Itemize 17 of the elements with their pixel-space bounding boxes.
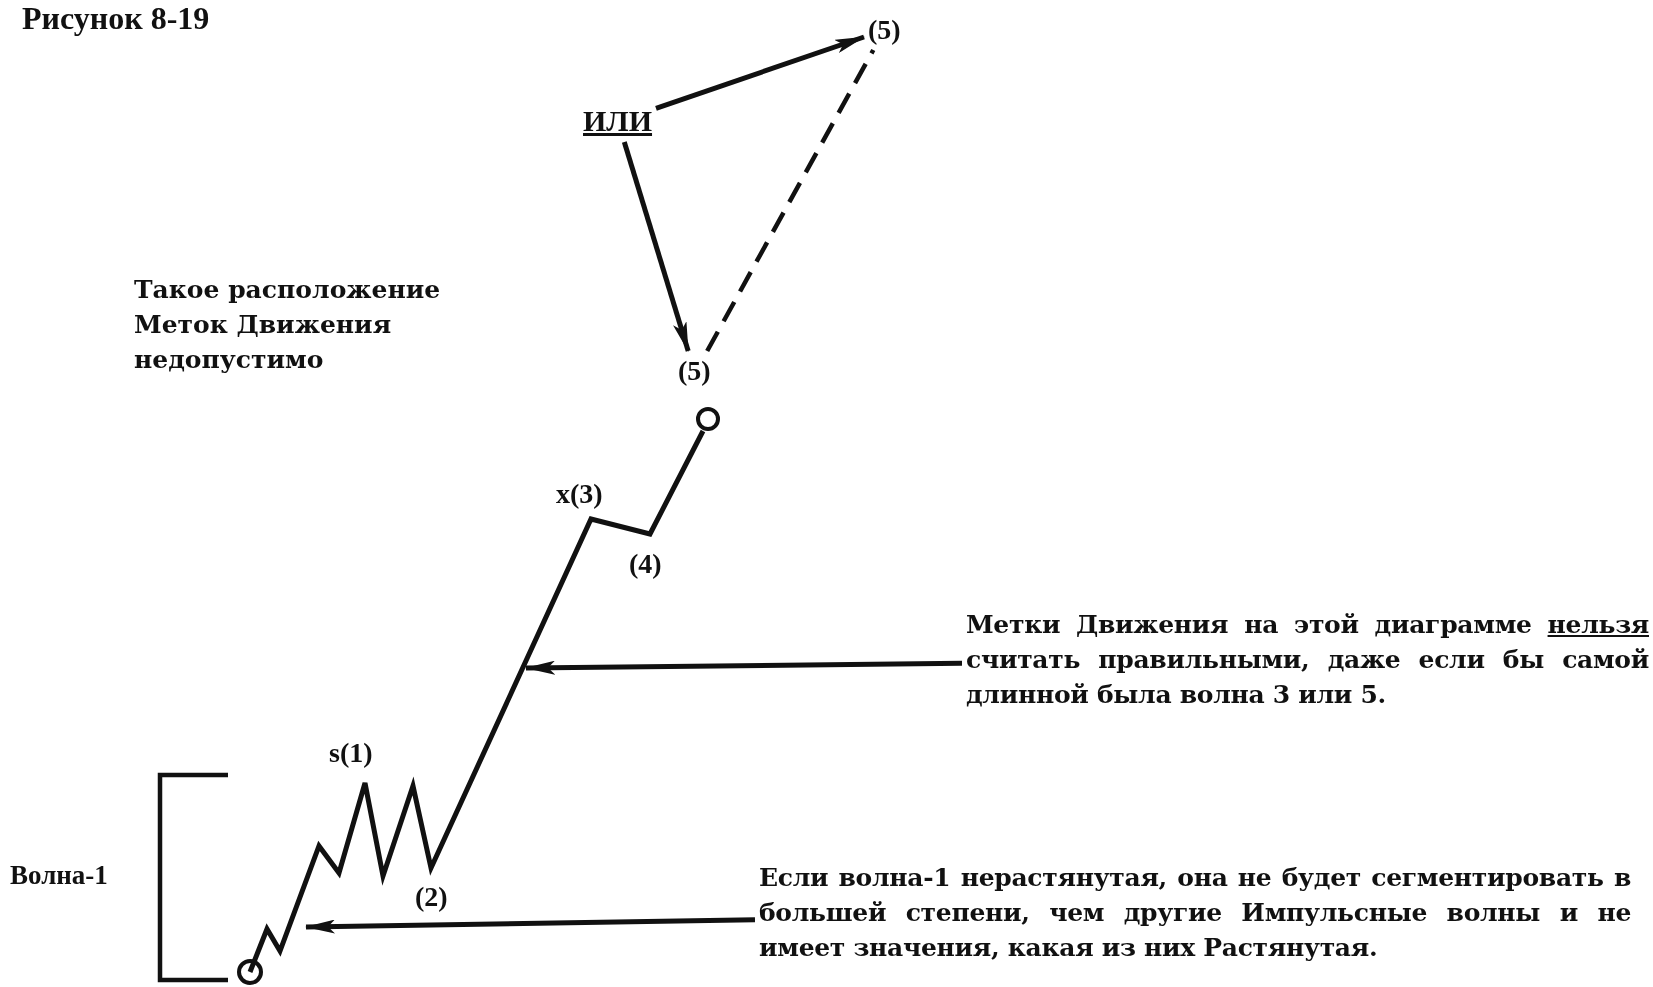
note-text: Метки Движения на этой диаграмме нельзя считать правильными, даже если бы самой длинной была волна 3 или 5. <box>966 607 1649 712</box>
wave-label: (4) <box>629 548 662 580</box>
figure-title: Рисунок 8-19 <box>22 0 210 37</box>
wave-label: (2) <box>415 881 448 913</box>
wave-label: (5) <box>678 355 711 387</box>
wave-label: x(3) <box>556 478 603 510</box>
arrow <box>305 917 756 934</box>
note-text: Если волна-1 нерастянутая, она не будет сегментировать в большей степени, чем другие Импульсные волны и не имеет значения, какая из них Растянутая. <box>759 860 1631 965</box>
arrow <box>621 141 691 352</box>
wave-name-label: Волна-1 <box>10 860 108 891</box>
arrow <box>525 660 963 675</box>
or-label: ИЛИ <box>583 104 653 138</box>
annotation-text: Такое расположение Меток Движения недопустимо <box>134 274 442 376</box>
wave-label: s(1) <box>329 737 373 769</box>
arrow <box>655 34 865 111</box>
dashed-line <box>705 48 876 353</box>
wave-label: (5) <box>868 14 901 46</box>
